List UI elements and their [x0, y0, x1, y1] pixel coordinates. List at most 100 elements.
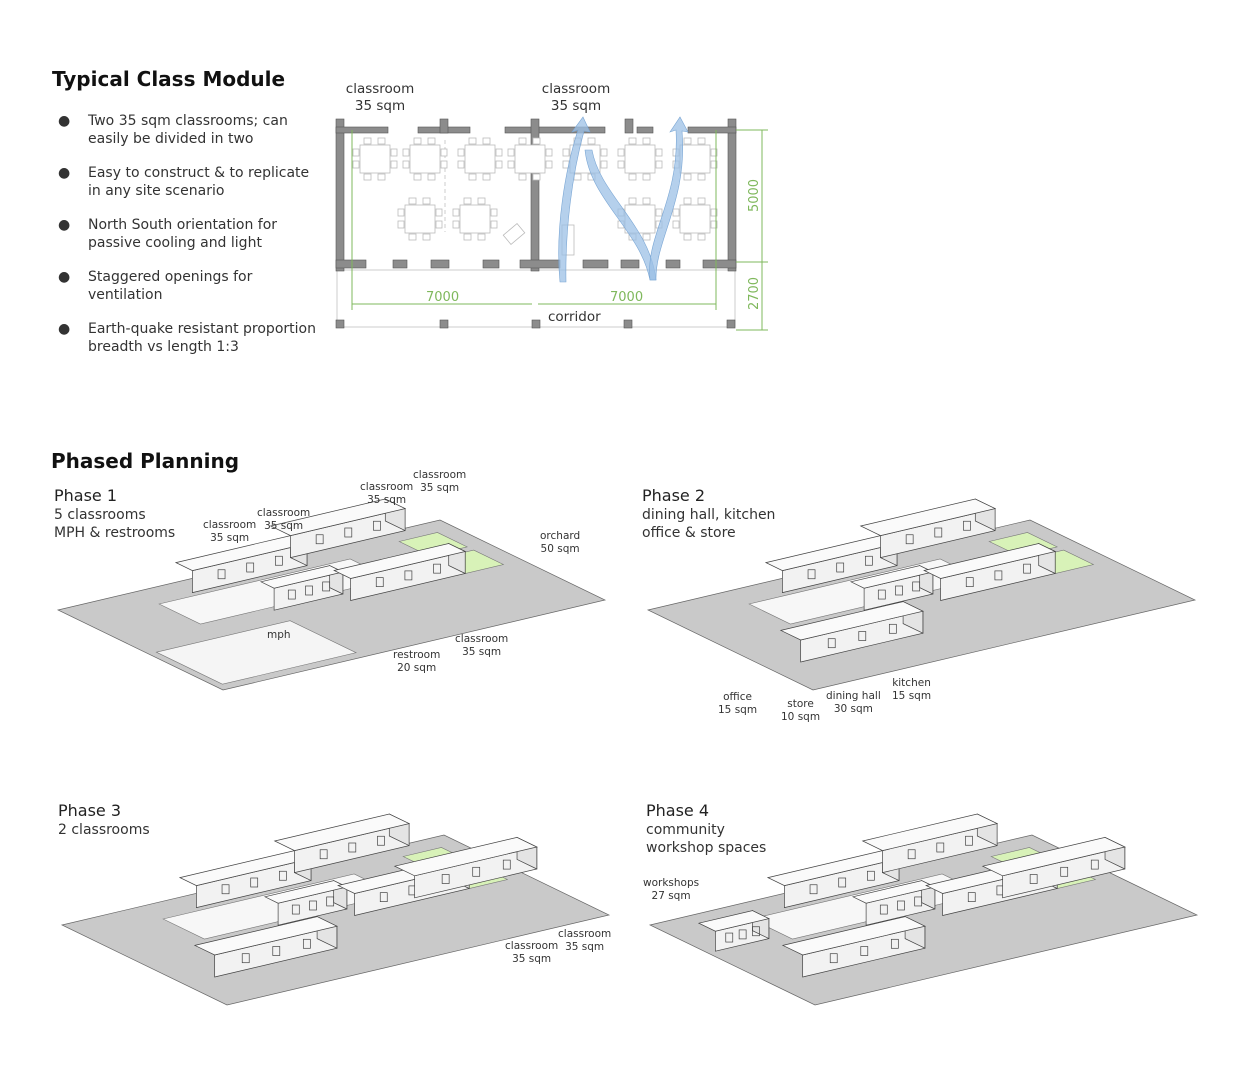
wall-top	[193, 916, 338, 956]
window	[375, 577, 384, 588]
window	[890, 938, 899, 949]
table	[359, 144, 391, 174]
window	[1090, 859, 1099, 870]
window	[433, 563, 441, 574]
window	[912, 581, 921, 592]
phase-1-site	[56, 498, 607, 691]
window	[725, 932, 734, 943]
window	[1060, 866, 1069, 877]
chair	[710, 220, 718, 229]
window	[866, 870, 875, 881]
chair	[397, 220, 405, 229]
chair	[518, 137, 527, 145]
table-group	[457, 137, 503, 181]
chair	[413, 173, 422, 181]
window	[838, 877, 847, 888]
chair	[642, 173, 651, 181]
wall-top	[333, 543, 467, 579]
wall-top	[697, 910, 770, 932]
window	[864, 555, 873, 566]
window	[836, 562, 845, 573]
table	[679, 204, 711, 234]
chair	[545, 148, 553, 157]
window	[879, 904, 888, 915]
classroom-block-north-east	[859, 498, 997, 559]
window	[322, 581, 331, 592]
chair	[697, 197, 706, 205]
chair	[452, 208, 460, 217]
chair	[440, 148, 448, 157]
chair	[532, 173, 541, 181]
window	[897, 900, 905, 911]
chair	[617, 160, 625, 169]
phase-3-site	[60, 813, 611, 1006]
window	[827, 638, 836, 649]
window	[934, 527, 943, 538]
window	[326, 896, 335, 907]
chair	[628, 173, 637, 181]
table	[409, 144, 441, 174]
chair	[397, 208, 405, 217]
window	[965, 835, 973, 846]
window	[315, 534, 324, 545]
window	[404, 570, 413, 581]
chair	[545, 160, 553, 169]
table-group	[397, 197, 443, 241]
window	[965, 577, 974, 588]
chair	[408, 197, 417, 205]
wall-top	[981, 837, 1126, 877]
window	[752, 926, 760, 937]
window	[250, 877, 259, 888]
window	[472, 866, 481, 877]
window	[809, 884, 818, 895]
chair	[600, 160, 608, 169]
chair	[363, 173, 372, 181]
chair	[463, 197, 472, 205]
chair	[573, 173, 582, 181]
chair	[422, 197, 431, 205]
chair	[422, 233, 431, 241]
bullet-item: ●North South orientation for passive coo…	[58, 217, 278, 251]
table	[679, 144, 711, 174]
chair	[683, 137, 692, 145]
window	[888, 623, 897, 634]
window	[829, 953, 838, 964]
chair	[507, 160, 515, 169]
wall-top	[779, 601, 924, 641]
chair	[427, 137, 436, 145]
window	[241, 953, 250, 964]
window	[377, 835, 385, 846]
chair	[655, 208, 663, 217]
wall-top	[781, 916, 926, 956]
chair	[377, 173, 386, 181]
window	[344, 527, 353, 538]
chair	[710, 148, 718, 157]
window	[275, 555, 283, 566]
wall-top	[861, 813, 999, 851]
chair	[628, 137, 637, 145]
chair	[495, 148, 503, 157]
chair	[710, 160, 718, 169]
restroom-classroom-block	[333, 542, 467, 601]
table-group	[352, 137, 398, 181]
chair	[468, 137, 477, 145]
bullet-item: ●Earth-quake resistant proportion breadt…	[58, 321, 316, 355]
chair	[562, 148, 570, 157]
window	[217, 569, 226, 580]
new-classroom-block	[393, 836, 538, 899]
corridor-outline	[336, 269, 736, 328]
bullet-item: ●Two 35 sqm classrooms; can easily be di…	[58, 113, 288, 147]
table-group	[452, 197, 498, 241]
airflow-arrows	[558, 116, 689, 283]
chair	[482, 173, 491, 181]
